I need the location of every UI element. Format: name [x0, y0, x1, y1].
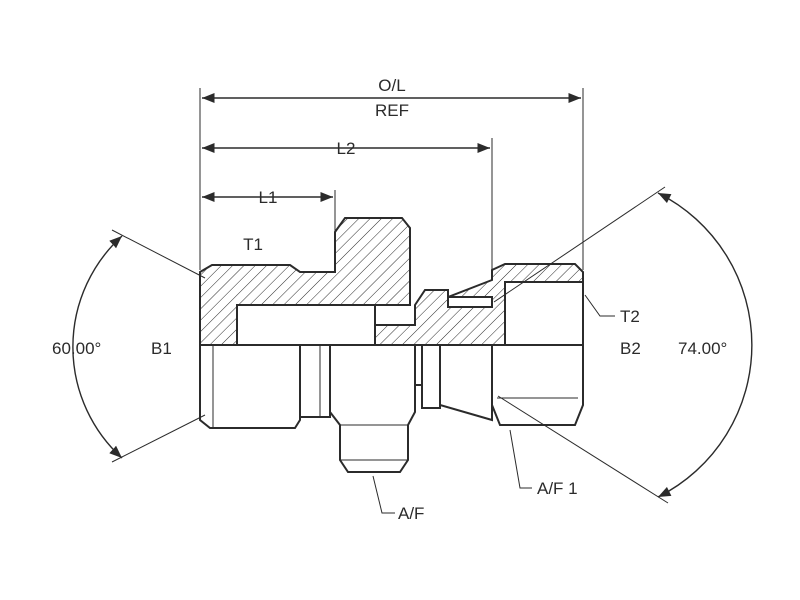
- t1-label: T1: [243, 235, 263, 254]
- b1-label: B1: [151, 339, 172, 358]
- fitting-body: [199, 217, 584, 473]
- ref-label: REF: [375, 101, 409, 120]
- angle-60-label: 60.00°: [52, 339, 101, 358]
- ol-label: O/L: [378, 76, 405, 95]
- dimension-lines: [202, 92, 581, 203]
- angle-74-label: 74.00°: [678, 339, 727, 358]
- l1-label: L1: [259, 188, 278, 207]
- af1-label: A/F 1: [537, 479, 578, 498]
- b2-label: B2: [620, 339, 641, 358]
- angle-dimensions: [72, 186, 753, 504]
- leader-lines: [372, 294, 615, 514]
- l2-label: L2: [337, 139, 356, 158]
- t2-label: T2: [620, 307, 640, 326]
- af-label: A/F: [398, 504, 424, 523]
